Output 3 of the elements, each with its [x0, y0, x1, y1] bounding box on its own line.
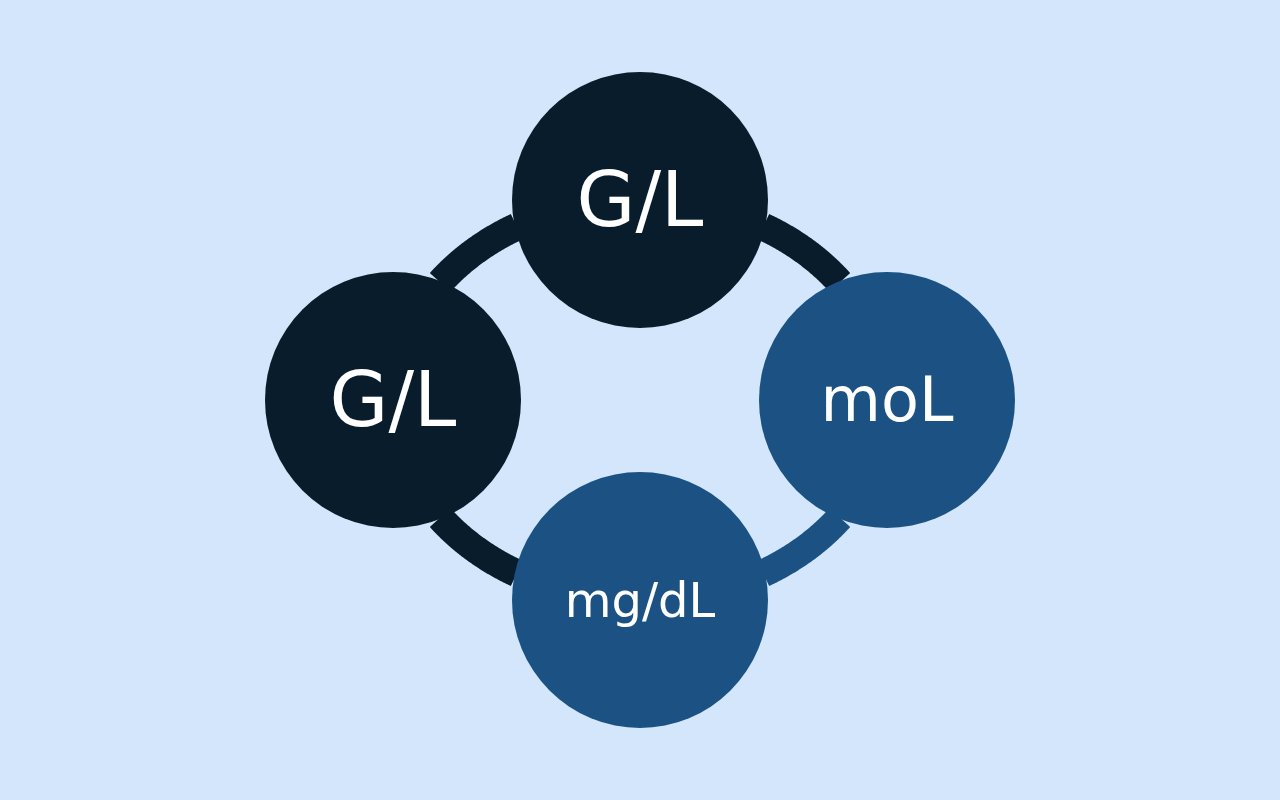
unit-label: G/L: [576, 162, 704, 238]
unit-label: moL: [820, 369, 954, 431]
unit-label: G/L: [329, 362, 457, 438]
